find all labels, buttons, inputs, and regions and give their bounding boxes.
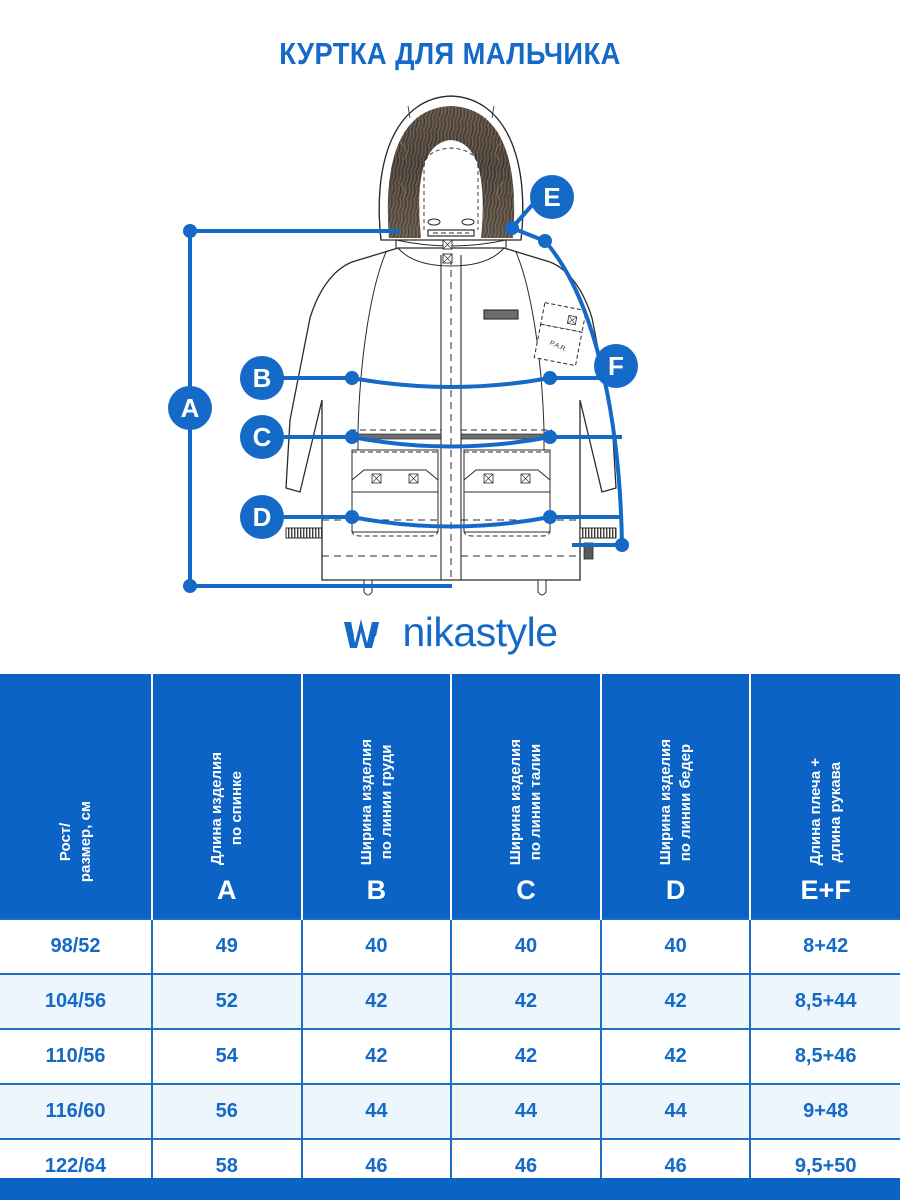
- footer-bar: [0, 1178, 900, 1200]
- chest-logo-tab: [483, 309, 519, 320]
- col-header-ef-letter: E+F: [800, 875, 851, 905]
- col-header-ef-text: Длина плеча + длина рукава: [806, 757, 844, 865]
- cell-b: 44: [300, 1083, 453, 1140]
- col-header-c: Ширина изделия по линии талии C: [451, 674, 602, 919]
- svg-text:D: D: [253, 502, 272, 532]
- sleeve-pocket: P.A.R.: [533, 302, 587, 367]
- brand-logo: nikastyle: [0, 604, 900, 660]
- col-header-b: Ширина изделия по линии груди B: [301, 674, 453, 919]
- marker-F: F: [594, 344, 638, 388]
- col-header-a-text: Длина изделия по спинке: [208, 751, 245, 865]
- col-header-d-text: Ширина изделия по линии бедер: [656, 738, 694, 865]
- marker-C: C: [240, 415, 284, 459]
- col-header-b-text: Ширина изделия по линии груди: [357, 738, 395, 865]
- col-header-c-letter: C: [516, 875, 536, 905]
- cell-d: 42: [599, 1028, 752, 1085]
- col-header-a: Длина изделия по спинке A: [152, 674, 303, 919]
- table-row: 110/56 54 42 42 42 8,5+46: [0, 1028, 900, 1085]
- cell-c: 44: [450, 1083, 602, 1140]
- jacket-body-group: P.A.R.: [285, 239, 617, 596]
- cell-ef: 8,5+46: [749, 1028, 900, 1085]
- col-header-d-letter: D: [665, 875, 686, 905]
- svg-text:A: A: [181, 393, 200, 423]
- cell-ef: 8,5+44: [749, 973, 900, 1030]
- pocket-left: [351, 449, 439, 537]
- cell-size: 98/52: [0, 918, 153, 975]
- cell-d: 40: [599, 918, 752, 975]
- page-title: КУРТКА ДЛЯ МАЛЬЧИКА: [279, 36, 621, 71]
- cell-a: 49: [151, 918, 303, 975]
- table-row: 116/60 56 44 44 44 9+48: [0, 1083, 900, 1140]
- cell-b: 42: [300, 973, 453, 1030]
- table-body: 98/52 49 40 40 40 8+42 104/56 52 42 42 4…: [0, 918, 900, 1195]
- nikastyle-wave-icon: [344, 619, 380, 648]
- cell-size: 104/56: [0, 973, 153, 1030]
- table-row: 104/56 52 42 42 42 8,5+44: [0, 973, 900, 1030]
- marker-D: D: [240, 495, 284, 539]
- garment-illustration: P.A.R.: [168, 95, 638, 596]
- cell-c: 42: [450, 1028, 602, 1085]
- table-header-row: Рост/ размер, см Длина изделия по спинке…: [0, 674, 900, 919]
- marker-B: B: [240, 356, 284, 400]
- svg-text:E: E: [543, 182, 560, 212]
- cell-size: 116/60: [0, 1083, 153, 1140]
- cell-c: 42: [450, 973, 602, 1030]
- measurement-endpoints: [183, 221, 629, 593]
- svg-text:C: C: [253, 422, 272, 452]
- table-row: 98/52 49 40 40 40 8+42: [0, 918, 900, 975]
- col-header-ef: Длина плеча + длина рукава E+F: [750, 674, 900, 919]
- col-header-size-text: Рост/ размер, см: [56, 800, 94, 882]
- cell-b: 40: [300, 918, 453, 975]
- size-table: Рост/ размер, см Длина изделия по спинке…: [0, 674, 900, 1195]
- marker-badges: A B C D E: [168, 175, 638, 539]
- marker-E: E: [530, 175, 574, 219]
- col-header-c-text: Ширина изделия по линии талии: [507, 738, 544, 865]
- svg-text:F: F: [608, 351, 624, 381]
- marker-A: A: [168, 386, 212, 430]
- cell-c: 40: [450, 918, 602, 975]
- cell-a: 54: [151, 1028, 303, 1085]
- col-header-size: Рост/ размер, см: [0, 674, 153, 919]
- col-header-b-letter: B: [366, 875, 387, 905]
- cell-d: 42: [599, 973, 752, 1030]
- brand-name: nikastyle: [402, 608, 558, 655]
- cell-size: 110/56: [0, 1028, 153, 1085]
- col-header-a-letter: A: [217, 875, 237, 905]
- svg-text:B: B: [253, 363, 272, 393]
- cell-d: 44: [599, 1083, 752, 1140]
- col-header-d: Ширина изделия по линии бедер D: [600, 674, 752, 919]
- cell-ef: 9+48: [749, 1083, 900, 1140]
- cell-b: 42: [300, 1028, 453, 1085]
- hood-group: [378, 95, 524, 241]
- cell-a: 56: [151, 1083, 303, 1140]
- cell-ef: 8+42: [749, 918, 900, 975]
- measurement-lines: [188, 194, 624, 588]
- cell-a: 52: [151, 973, 303, 1030]
